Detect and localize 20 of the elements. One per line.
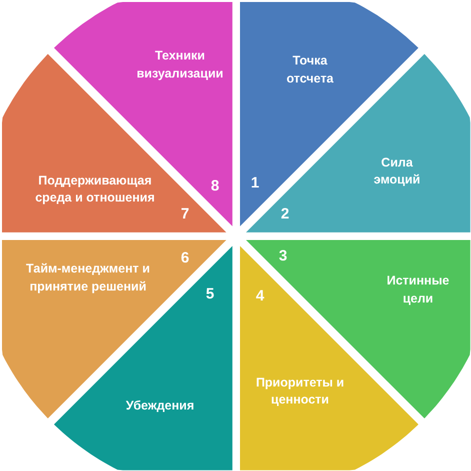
segment-title: Убеждения <box>124 397 196 414</box>
wheel-segment <box>246 240 470 418</box>
segment-title: Техники визуализации <box>136 48 224 82</box>
segment-number: 4 <box>256 287 264 304</box>
segment-number: 8 <box>210 178 220 194</box>
wheel-segment <box>246 54 470 232</box>
segment-title: Истинные цели <box>386 272 450 307</box>
segment-number: 6 <box>180 250 190 266</box>
segment-number: 3 <box>278 248 288 264</box>
segment-title: Поддерживающая среда и отношения <box>34 172 155 207</box>
segment-title: Приоритеты и ценности <box>254 374 346 409</box>
segment-number: 5 <box>206 285 214 302</box>
segment-title: Точка отсчета <box>285 52 335 87</box>
wheel-segment <box>2 240 226 418</box>
wheel-segment <box>240 2 418 226</box>
segment-title: Сила эмоций <box>372 154 422 189</box>
segment-number: 1 <box>250 174 260 192</box>
segment-number: 7 <box>180 205 190 222</box>
segment-title: Тайм-менеджмент и принятие решений <box>25 260 151 296</box>
segment-number: 2 <box>280 205 290 222</box>
